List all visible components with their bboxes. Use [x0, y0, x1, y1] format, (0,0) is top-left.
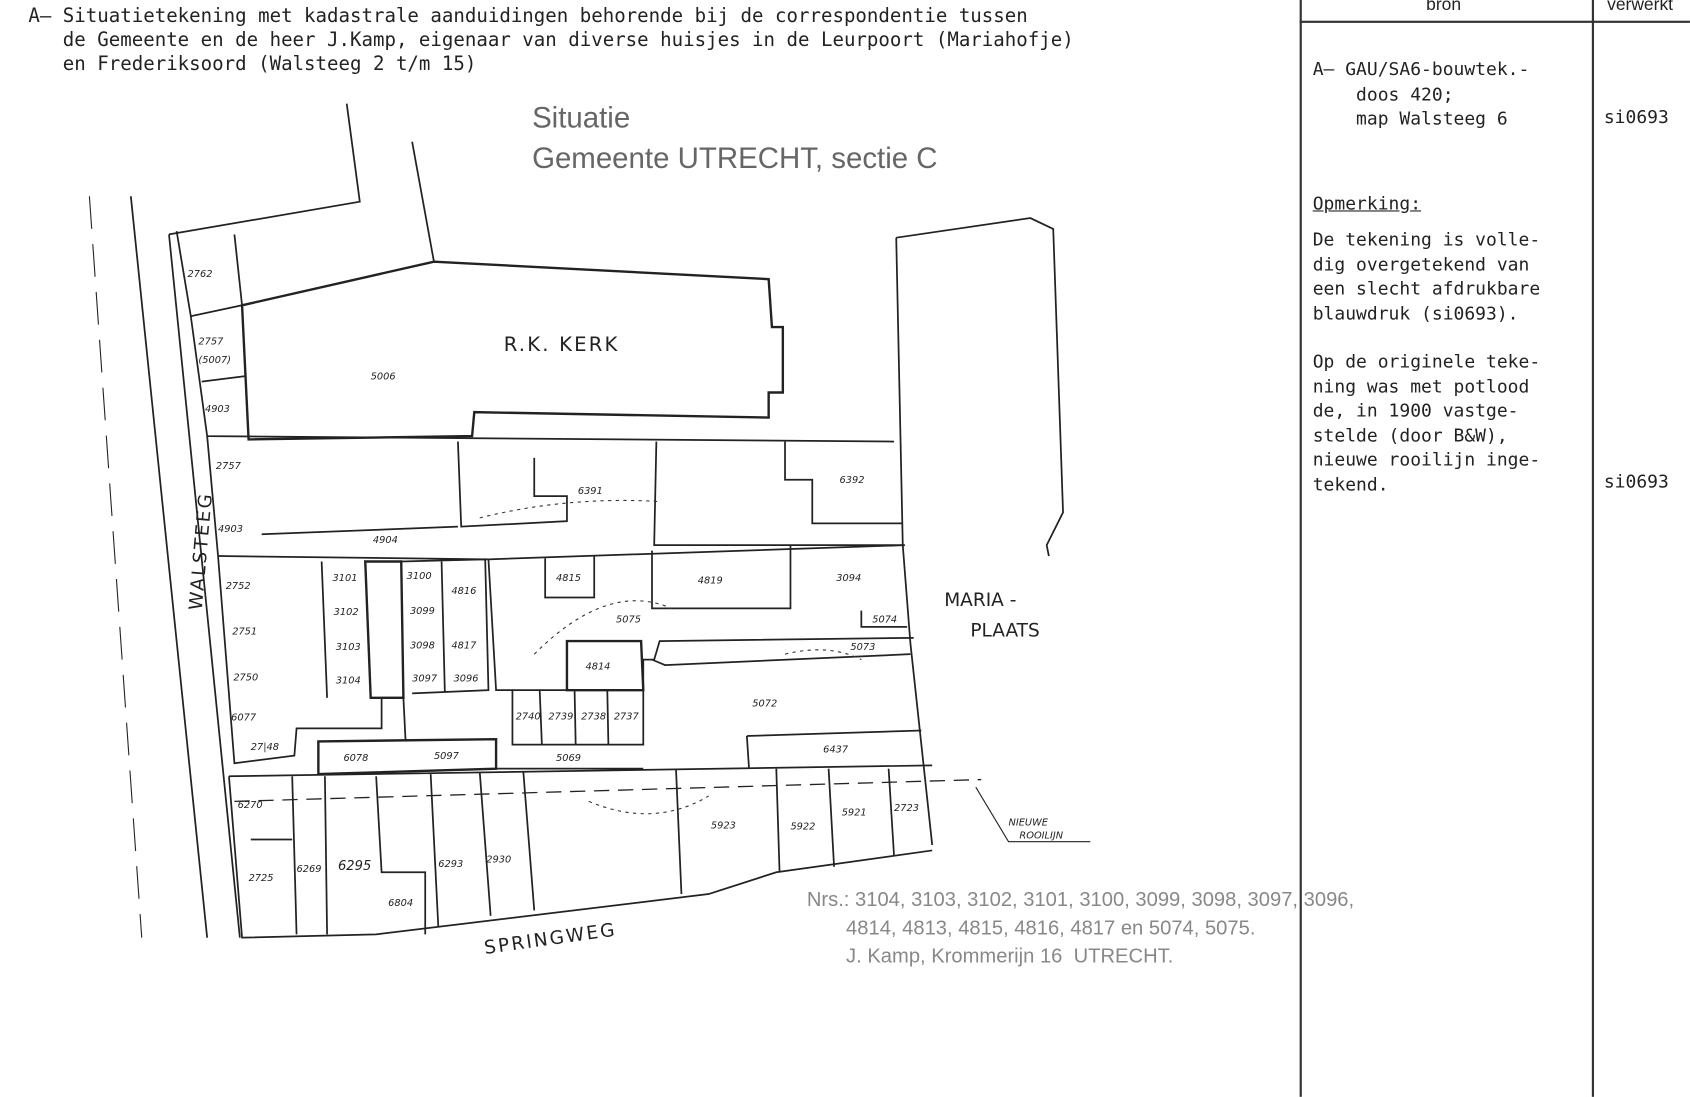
parcel-number: 6270	[238, 800, 263, 811]
parcel-number: 5921	[842, 808, 867, 819]
parcel-number: 2750	[233, 672, 258, 683]
column-header-bron: bron	[1426, 0, 1462, 15]
text-line: dig overgetekend van	[1312, 253, 1530, 275]
parcel-number: 5097	[434, 751, 460, 762]
parcel-number: 2723	[894, 803, 919, 814]
parcel-number: 2738	[581, 712, 606, 723]
text-line: de, in 1900 vastge-	[1312, 400, 1519, 421]
parcel-number: 5006	[371, 371, 396, 382]
rooilijn-label: ROOILIJN	[1019, 830, 1063, 841]
parcel-number: 4903	[205, 404, 230, 415]
parcel-number: 6293	[438, 859, 463, 870]
parcel-number: 5073	[850, 642, 875, 653]
parcel-number: 2757	[216, 461, 242, 472]
cadastral-map: Situatie Gemeente UTRECHT, sectie C R.K.…	[88, 102, 1091, 959]
parcel-number: 2737	[614, 712, 640, 723]
parcel-number: 3104	[336, 676, 361, 687]
text-line: Opmerking:	[1312, 192, 1422, 214]
verwerkt-ref: si0693	[1603, 471, 1669, 492]
parcel-lines	[88, 103, 1091, 939]
document-header: A— Situatietekening met kadastrale aandu…	[28, 4, 1073, 76]
parcel-number: 3100	[407, 571, 432, 582]
street-springweg: SPRINGWEG	[483, 920, 618, 959]
parcel-number: 4816	[451, 586, 476, 597]
parcel-number: 27|48	[251, 742, 279, 753]
text-line: Nrs.: 3104, 3103, 3102, 3101, 3100, 3099…	[806, 887, 1355, 911]
table-header-rule	[1299, 20, 1690, 23]
parcel-number: 5075	[616, 615, 641, 626]
square-label: MARIA -	[944, 590, 1016, 611]
text-line: ning was met potlood	[1312, 375, 1530, 397]
text-line: stelde (door B&W),	[1312, 424, 1508, 446]
text-line: De tekening is volle-	[1312, 228, 1541, 250]
verwerkt-ref: si0693	[1603, 106, 1669, 128]
parcel-number: 6437	[823, 744, 849, 755]
parcel-number: 4815	[556, 573, 581, 584]
square-label: PLAATS	[970, 621, 1039, 642]
parcel-number: 2930	[486, 854, 511, 865]
parcel-number: 3094	[836, 573, 861, 584]
parcel-number: 5069	[556, 753, 581, 764]
text-line: 4814, 4813, 4815, 4816, 4817 en 5074, 50…	[806, 915, 1256, 939]
parcel-number: 6078	[343, 753, 368, 764]
parcel-number: 4819	[698, 575, 723, 586]
parcel-number: 6077	[231, 713, 257, 724]
parcel-number: 3102	[334, 607, 359, 618]
parcel-number: (5007)	[198, 355, 231, 366]
house-boundaries	[479, 499, 862, 815]
parcel-number: 5922	[790, 822, 815, 833]
parcel-number: 2751	[232, 627, 257, 638]
parcel-number: 3098	[410, 641, 435, 652]
table-divider	[1591, 0, 1595, 1097]
text-line: Op de originele teke-	[1312, 351, 1541, 372]
parcel-number: 2725	[249, 873, 274, 884]
parcel-number: 3099	[410, 606, 435, 617]
street-walsteeg: WALSTEEG	[186, 491, 217, 611]
text-line: blauwdruk (si0693).	[1312, 302, 1519, 324]
remark-2: Op de originele teke-ning was met potloo…	[1313, 350, 1540, 497]
parcel-number: 3096	[454, 673, 479, 684]
parcel-number: 2740	[516, 712, 541, 723]
parcel-number: 3097	[412, 673, 438, 684]
text-line: J. Kamp, Krommerijn 16 UTRECHT.	[806, 944, 1174, 968]
parcel-number: 3103	[336, 642, 361, 653]
parcel-number: 6391	[578, 486, 603, 497]
parcel-number: 6804	[388, 898, 413, 909]
rooilijn-label: NIEUWE	[1009, 817, 1049, 828]
parcel-number: 4817	[451, 641, 477, 652]
text-line: nieuwe rooilijn inge-	[1312, 449, 1541, 470]
parcel-number: 4904	[373, 535, 398, 546]
text-line: A— GAU/SA6-bouwtek.-	[1312, 58, 1530, 80]
parcel-number: 5072	[752, 699, 777, 710]
parcel-number: 6392	[840, 475, 865, 486]
map-title: Situatie	[532, 102, 630, 135]
parcel-number: 5074	[872, 615, 897, 626]
text-line: een slecht afdrukbare	[1312, 278, 1541, 299]
text-line: tekend.	[1312, 473, 1389, 495]
remark-1: De tekening is volle-dig overgetekend va…	[1313, 228, 1540, 326]
parcel-number: 2762	[188, 269, 213, 280]
text-line: map Walsteeg 6	[1312, 107, 1508, 129]
parcel-number: 2752	[226, 581, 251, 592]
parcel-number: 6295	[338, 859, 371, 874]
header-line: de Gemeente en de heer J.Kamp, eigenaar …	[28, 29, 1074, 52]
header-line: en Frederiksoord (Walsteeg 2 t/m 15)	[28, 53, 477, 76]
map-subtitle: Gemeente UTRECHT, sectie C	[532, 142, 937, 175]
parcel-number: 4814	[585, 661, 610, 672]
parcel-number: 5923	[711, 821, 736, 832]
header-line: A— Situatietekening met kadastrale aandu…	[28, 5, 1028, 28]
owner-parcel-note: Nrs.: 3104, 3103, 3102, 3101, 3100, 3099…	[807, 885, 1354, 970]
parcel-number: 6269	[297, 864, 322, 875]
text-line: doos 420;	[1312, 83, 1454, 105]
parcel-number: 2757	[198, 337, 224, 348]
parcel-number: 2739	[548, 712, 573, 723]
remark-title: Opmerking:	[1313, 192, 1421, 217]
source-reference: A— GAU/SA6-bouwtek.- doos 420; map Walst…	[1313, 58, 1530, 132]
parcel-number: 3101	[333, 573, 358, 584]
parcel-number: 4903	[218, 524, 243, 535]
parcel-numbers: 2762 2757 (5007) 4903 5006 2757 6391 639…	[188, 269, 919, 909]
table-divider	[1299, 0, 1302, 1097]
church-label: R.K. KERK	[504, 333, 620, 356]
column-header-verwerkt: verwerkt	[1607, 0, 1674, 15]
